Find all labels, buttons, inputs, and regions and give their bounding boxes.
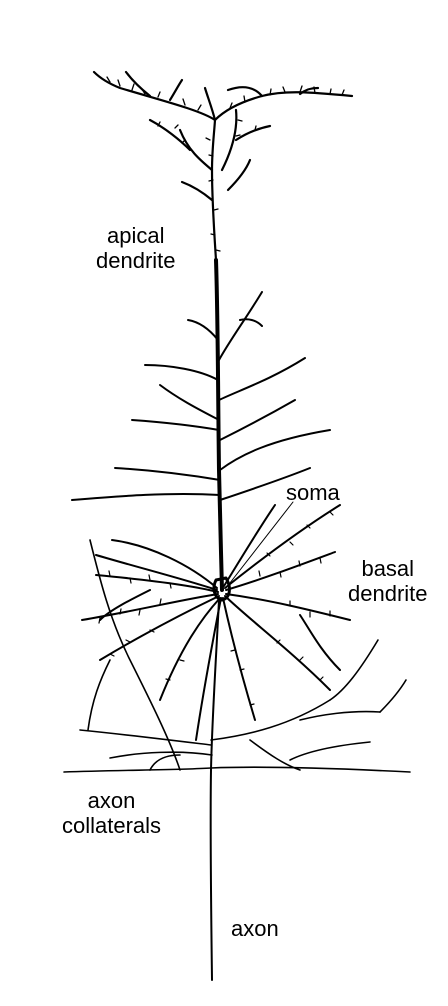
- basal-dendrite-label-line1: basal: [361, 556, 415, 581]
- basal-dendrite-label: basal dendrite: [348, 556, 428, 606]
- apical-oblique-branches: [71, 291, 331, 501]
- apical-tuft-spines: [106, 76, 345, 252]
- apical-dendrite-label: apical dendrite: [96, 223, 176, 273]
- basal-dendrite-label-line2: dendrite: [348, 581, 428, 606]
- soma-label: soma: [286, 480, 340, 505]
- soma-body: [212, 576, 231, 602]
- pyramidal-neuron-drawing: [63, 70, 411, 981]
- apical-dendrite-label-line2: dendrite: [96, 248, 176, 273]
- apical-tuft: [92, 70, 354, 262]
- apical-dendrite-label-line1: apical: [107, 223, 165, 248]
- basal-dendrites: [81, 504, 351, 741]
- axon-main: [209, 599, 220, 981]
- soma-pointer-line: [225, 501, 294, 589]
- axon-collaterals-label: axon collaterals: [62, 788, 161, 838]
- soma-label-text: soma: [286, 480, 340, 505]
- axon-collaterals-label-line1: axon: [87, 788, 136, 813]
- apical-trunk: [214, 258, 224, 592]
- axon-collaterals-label-line2: collaterals: [62, 813, 162, 838]
- basal-spines: [98, 511, 334, 706]
- axon-label-text: axon: [231, 916, 279, 941]
- axon-label: axon: [231, 916, 279, 941]
- axon-collaterals: [63, 539, 411, 773]
